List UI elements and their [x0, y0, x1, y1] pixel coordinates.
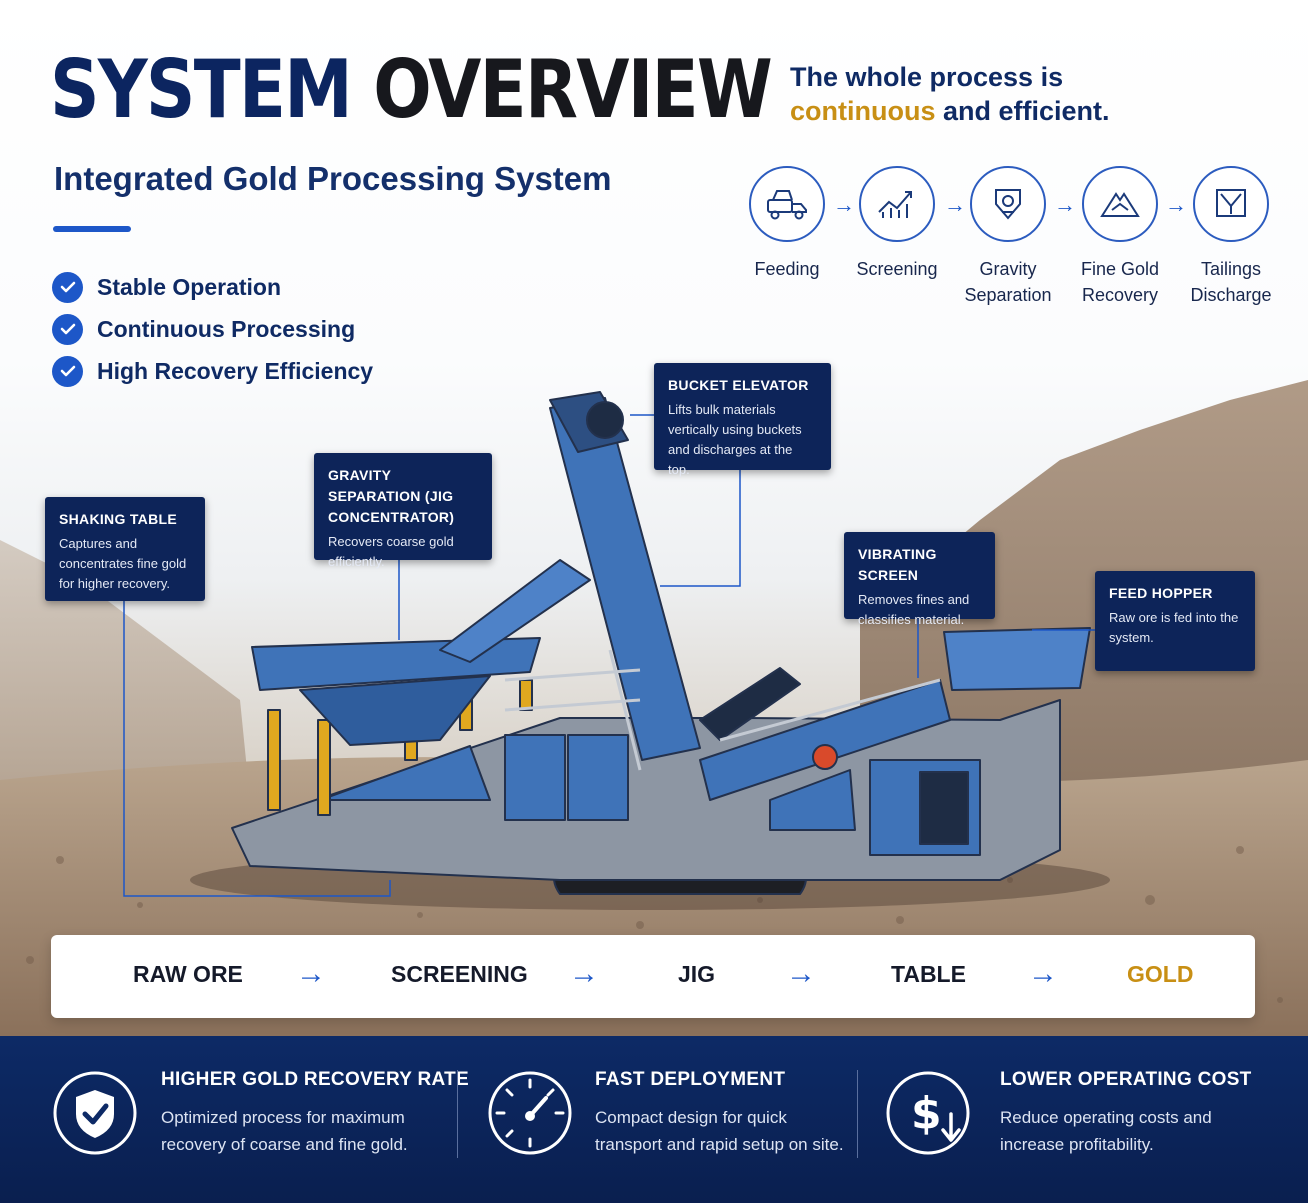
radiator-grill	[919, 771, 969, 845]
flow-item-jig: JIG	[678, 961, 716, 987]
jig-hopper	[299, 675, 491, 746]
dollar-down-icon: $	[886, 1071, 970, 1155]
tagline-line2: continuous and efficient.	[790, 94, 1110, 128]
walkway-railing	[504, 668, 941, 742]
vibrating-screen-deck	[699, 679, 951, 801]
elevator-drive-wheel	[586, 401, 624, 439]
benefit-text: Optimized process for maximum recovery o…	[161, 1108, 408, 1154]
feature-item: Stable Operation	[52, 266, 373, 308]
callout-bucket-elevator: BUCKET ELEVATOR Lifts bulk materials ver…	[654, 363, 831, 477]
arrow-right-icon: →	[1165, 192, 1187, 217]
step-label: Gravity Separation	[964, 259, 1052, 305]
step-label: Tailings Discharge	[1190, 259, 1272, 305]
benefit-title: LOWER OPERATING COST	[1000, 1069, 1252, 1090]
title-accent-bar	[53, 226, 131, 232]
discharge-icon	[1193, 166, 1269, 242]
callout-title: VIBRATING SCREEN	[858, 546, 937, 583]
callout-vibrating-screen: VIBRATING SCREEN Removes fines and class…	[844, 532, 995, 627]
benefit-text: Reduce operating costs and increase prof…	[1000, 1108, 1212, 1154]
feature-label: High Recovery Efficiency	[97, 357, 374, 384]
title-word-overview: OVERVIEW	[373, 43, 773, 136]
callout-text: Recovers coarse gold efficiently.	[328, 534, 454, 569]
check-circle-icon	[52, 355, 83, 387]
step-label: Screening	[856, 259, 938, 279]
process-step-gravity-separation: Gravity Separation	[948, 166, 1068, 308]
screen-motor	[812, 744, 838, 770]
process-step-feeding: Feeding	[727, 166, 847, 282]
tagline: The whole process is continuous and effi…	[790, 60, 1110, 128]
callout-feed-hopper: FEED HOPPER Raw ore is fed into the syst…	[1095, 571, 1255, 671]
check-circle-icon	[52, 313, 83, 345]
benefit-divider	[857, 1070, 858, 1158]
process-step-tailings-discharge: Tailings Discharge	[1171, 166, 1291, 308]
screen-icon	[859, 166, 935, 242]
gravity-icon	[970, 166, 1046, 242]
callout-title: GRAVITY SEPARATION (JIG CONCENTRATOR)	[328, 467, 455, 525]
page-subtitle: Integrated Gold Processing System	[54, 160, 612, 197]
flow-item-gold: GOLD	[1127, 961, 1194, 987]
arrow-right-icon: →	[1054, 192, 1076, 217]
callout-leader-lines	[123, 414, 1095, 897]
conveyor-belt	[699, 667, 801, 741]
benefit-title: HIGHER GOLD RECOVERY RATE	[161, 1069, 470, 1090]
feature-list: Stable Operation Continuous Processing H…	[52, 266, 373, 392]
chassis-panel-left	[319, 745, 491, 801]
step-label: Feeding	[754, 259, 820, 279]
flow-item-screening: SCREENING	[391, 961, 528, 987]
process-step-screening: Screening	[837, 166, 957, 282]
callout-title: FEED HOPPER	[1109, 585, 1213, 601]
truck-icon	[749, 166, 825, 242]
ground-rocks	[26, 846, 1283, 1003]
cabinet-door-right	[567, 734, 629, 821]
chassis-panel-right	[769, 769, 856, 831]
feature-label: Continuous Processing	[97, 315, 356, 342]
arrow-right-icon: →	[786, 957, 816, 990]
gold-pile-icon	[1082, 166, 1158, 242]
feed-hopper-bin	[943, 627, 1091, 691]
process-flow-bar: RAW ORE → SCREENING → JIG → TABLE → GOLD	[51, 935, 1255, 1018]
benefits-band: HIGHER GOLD RECOVERY RATE Optimized proc…	[0, 1036, 1308, 1203]
callout-title: SHAKING TABLE	[59, 511, 177, 527]
flow-item-raw-ore: RAW ORE	[133, 961, 243, 987]
feature-item: Continuous Processing	[52, 308, 373, 350]
elevator-ladder	[608, 649, 642, 771]
arrow-right-icon: →	[1028, 957, 1058, 990]
shield-check-icon	[53, 1071, 137, 1155]
callout-text: Raw ore is fed into the system.	[1109, 610, 1239, 645]
benefit-divider	[457, 1070, 458, 1158]
arrow-right-icon: →	[833, 192, 855, 217]
page-title: SYSTEM OVERVIEW	[50, 40, 773, 140]
benefit-title: FAST DEPLOYMENT	[595, 1069, 786, 1090]
speedometer-icon	[488, 1071, 572, 1155]
check-circle-icon	[52, 271, 83, 303]
benefit-text: Compact design for quick transport and r…	[595, 1108, 844, 1154]
title-word-system: SYSTEM	[50, 43, 353, 136]
feed-chute	[439, 559, 591, 663]
callout-text: Removes fines and classifies material.	[858, 592, 970, 627]
callout-shaking-table: SHAKING TABLE Captures and concentrates …	[45, 497, 205, 601]
arrow-right-icon: →	[569, 957, 599, 990]
tagline-line1: The whole process is	[790, 62, 1064, 92]
feature-item: High Recovery Efficiency	[52, 350, 373, 392]
callout-gravity-separation: GRAVITY SEPARATION (JIG CONCENTRATOR) Re…	[314, 453, 492, 569]
callout-title: BUCKET ELEVATOR	[668, 377, 809, 393]
arrow-right-icon: →	[296, 957, 326, 990]
step-label: Fine Gold Recovery	[1080, 259, 1160, 305]
tagline-rest: and efficient.	[943, 96, 1110, 126]
arrow-right-icon: →	[944, 192, 966, 217]
cabinet-door-left	[504, 734, 566, 821]
callout-text: Captures and concentrates fine gold for …	[59, 536, 187, 591]
svg-text:$: $	[911, 1088, 942, 1139]
process-step-fine-gold-recovery: Fine Gold Recovery	[1060, 166, 1180, 308]
flow-item-table: TABLE	[891, 961, 966, 987]
tagline-highlight: continuous	[790, 96, 936, 126]
callout-text: Lifts bulk materials vertically using bu…	[668, 402, 802, 477]
feature-label: Stable Operation	[97, 273, 282, 300]
processing-plant-machine	[190, 391, 1110, 910]
